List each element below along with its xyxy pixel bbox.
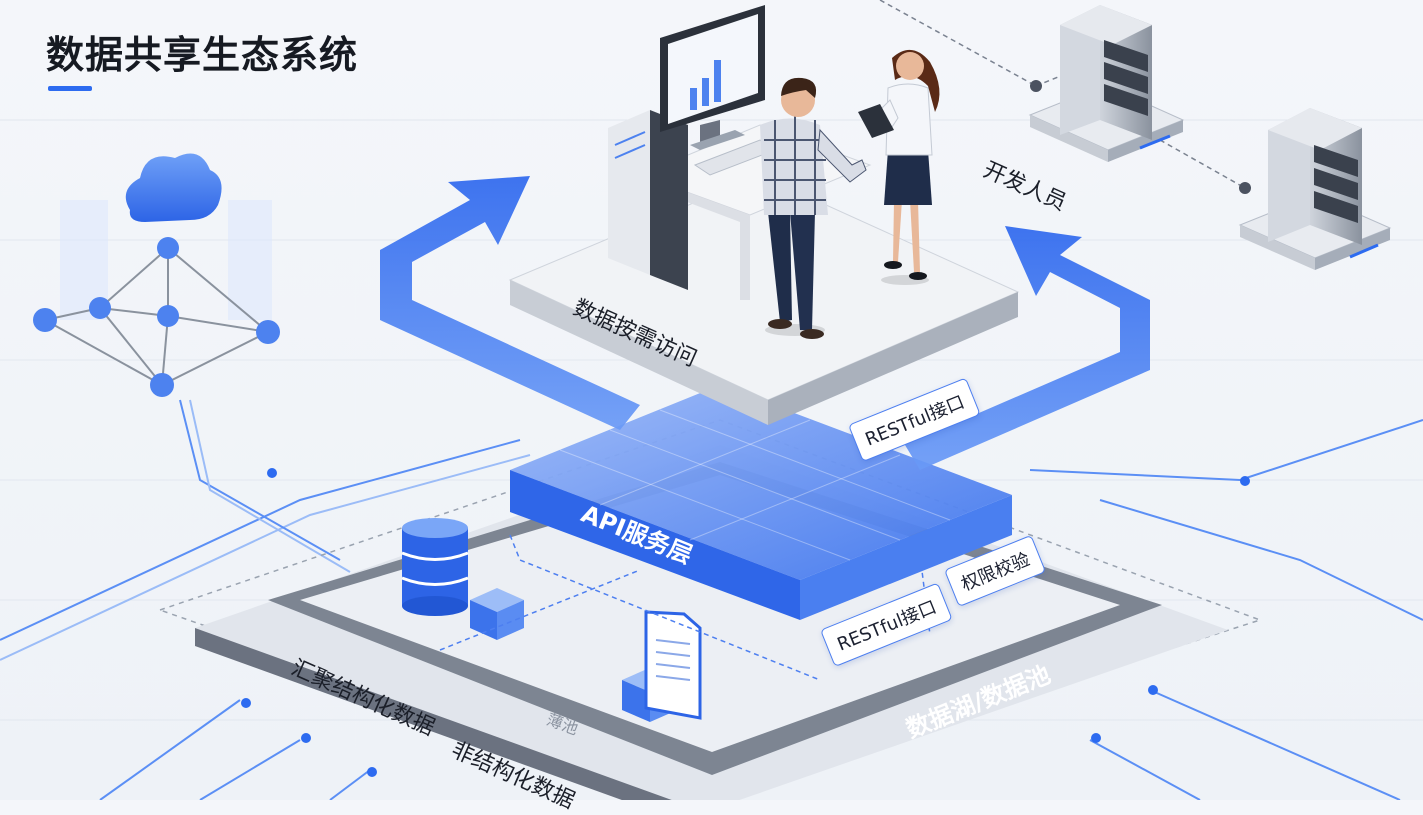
monitor-icon bbox=[660, 5, 777, 176]
circuit-nodes bbox=[241, 468, 1250, 777]
network-icon bbox=[33, 200, 280, 397]
cloud-icon bbox=[125, 153, 222, 222]
api-layer bbox=[510, 385, 1012, 620]
circuit-lines bbox=[0, 399, 1423, 800]
woman-figure bbox=[858, 49, 940, 285]
server-icon bbox=[1238, 108, 1392, 270]
document-icon bbox=[622, 610, 702, 722]
cube-stack-icon bbox=[470, 588, 524, 640]
page-title: 数据共享生态系统 bbox=[46, 33, 359, 77]
server-icon bbox=[1028, 5, 1185, 162]
arrow-icon bbox=[380, 176, 1150, 470]
man-figure bbox=[760, 77, 867, 339]
database-icon bbox=[401, 518, 469, 616]
title-underline bbox=[48, 86, 92, 91]
